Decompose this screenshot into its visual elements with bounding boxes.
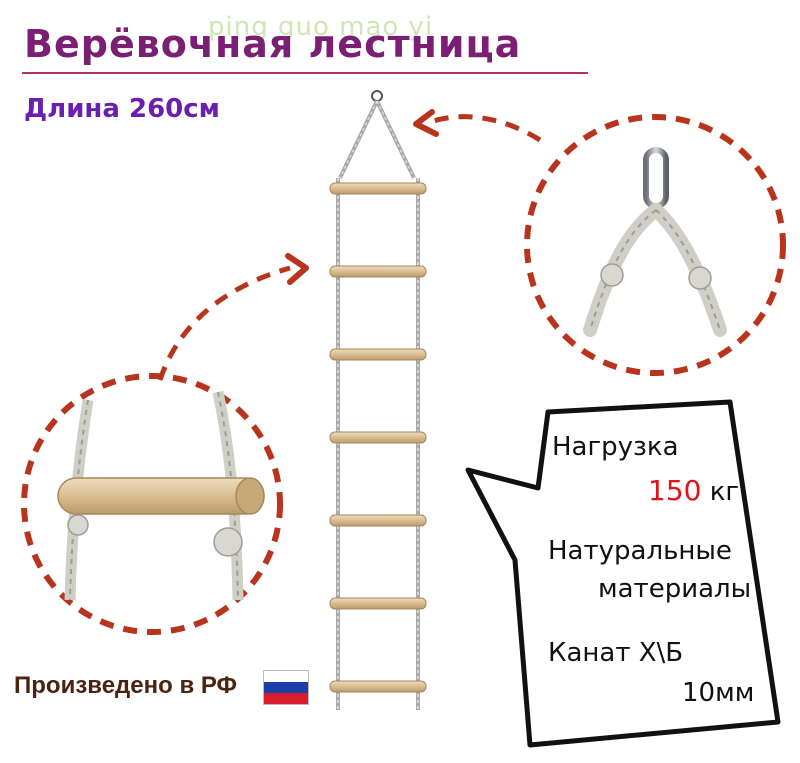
length-label: Длина 260см bbox=[24, 94, 220, 124]
spec-load-label: Нагрузка bbox=[552, 432, 679, 462]
spec-speech-bubble bbox=[465, 399, 781, 748]
zoom-carabiner-detail bbox=[524, 114, 786, 376]
arrow-head-icon bbox=[285, 253, 309, 285]
ladder-rung bbox=[329, 431, 427, 444]
zoom-rung-detail bbox=[21, 373, 283, 635]
flag-stripe-white bbox=[264, 671, 308, 682]
spec-materials-line2: материалы bbox=[598, 574, 752, 604]
wooden-rung bbox=[57, 477, 265, 515]
spec-load-row: 150 кг bbox=[648, 474, 739, 507]
spec-rope-line1: Канат Х\Б bbox=[548, 638, 684, 668]
ladder-rung bbox=[329, 348, 427, 361]
made-in-label: Произведено в РФ bbox=[14, 672, 238, 699]
product-title: Верёвочная лестница bbox=[24, 22, 522, 66]
title-underline bbox=[22, 72, 588, 74]
hanging-ring-icon bbox=[371, 90, 383, 102]
spec-load-value: 150 bbox=[648, 474, 702, 507]
ladder-rung bbox=[329, 514, 427, 527]
flag-stripe-red bbox=[264, 693, 308, 704]
ladder-rung bbox=[329, 680, 427, 693]
pointer-dashed-arrow bbox=[157, 265, 291, 381]
flag-stripe-blue bbox=[264, 682, 308, 693]
spec-materials-line1: Натуральные bbox=[548, 536, 732, 566]
ladder-rung bbox=[329, 265, 427, 278]
spec-load-unit: кг bbox=[709, 477, 740, 507]
ladder-rung bbox=[329, 597, 427, 610]
rope-ladder bbox=[329, 90, 427, 710]
russia-flag-icon bbox=[263, 670, 309, 705]
ladder-rung bbox=[329, 182, 427, 195]
arrow-head-icon bbox=[413, 109, 439, 137]
spec-rope-line2: 10мм bbox=[682, 678, 755, 708]
watermark-text: ping guo mao yi bbox=[208, 12, 434, 42]
pointer-dashed-arrow bbox=[429, 114, 542, 143]
